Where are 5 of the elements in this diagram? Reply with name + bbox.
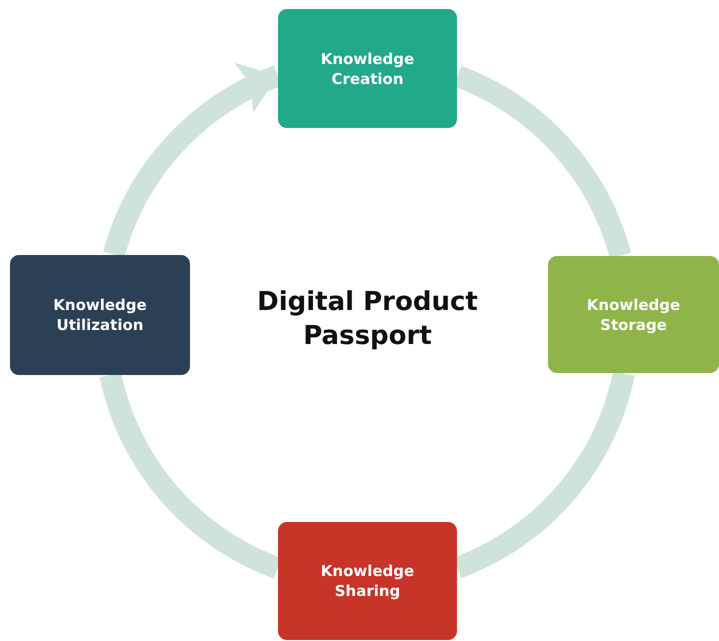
process-box: Knowledge Sharing (278, 522, 457, 640)
center-title: Digital Product Passport (256, 286, 479, 353)
process-box: Knowledge Creation (278, 9, 457, 128)
process-box: Knowledge Storage (548, 256, 719, 373)
process-box: Knowledge Utilization (10, 255, 190, 375)
